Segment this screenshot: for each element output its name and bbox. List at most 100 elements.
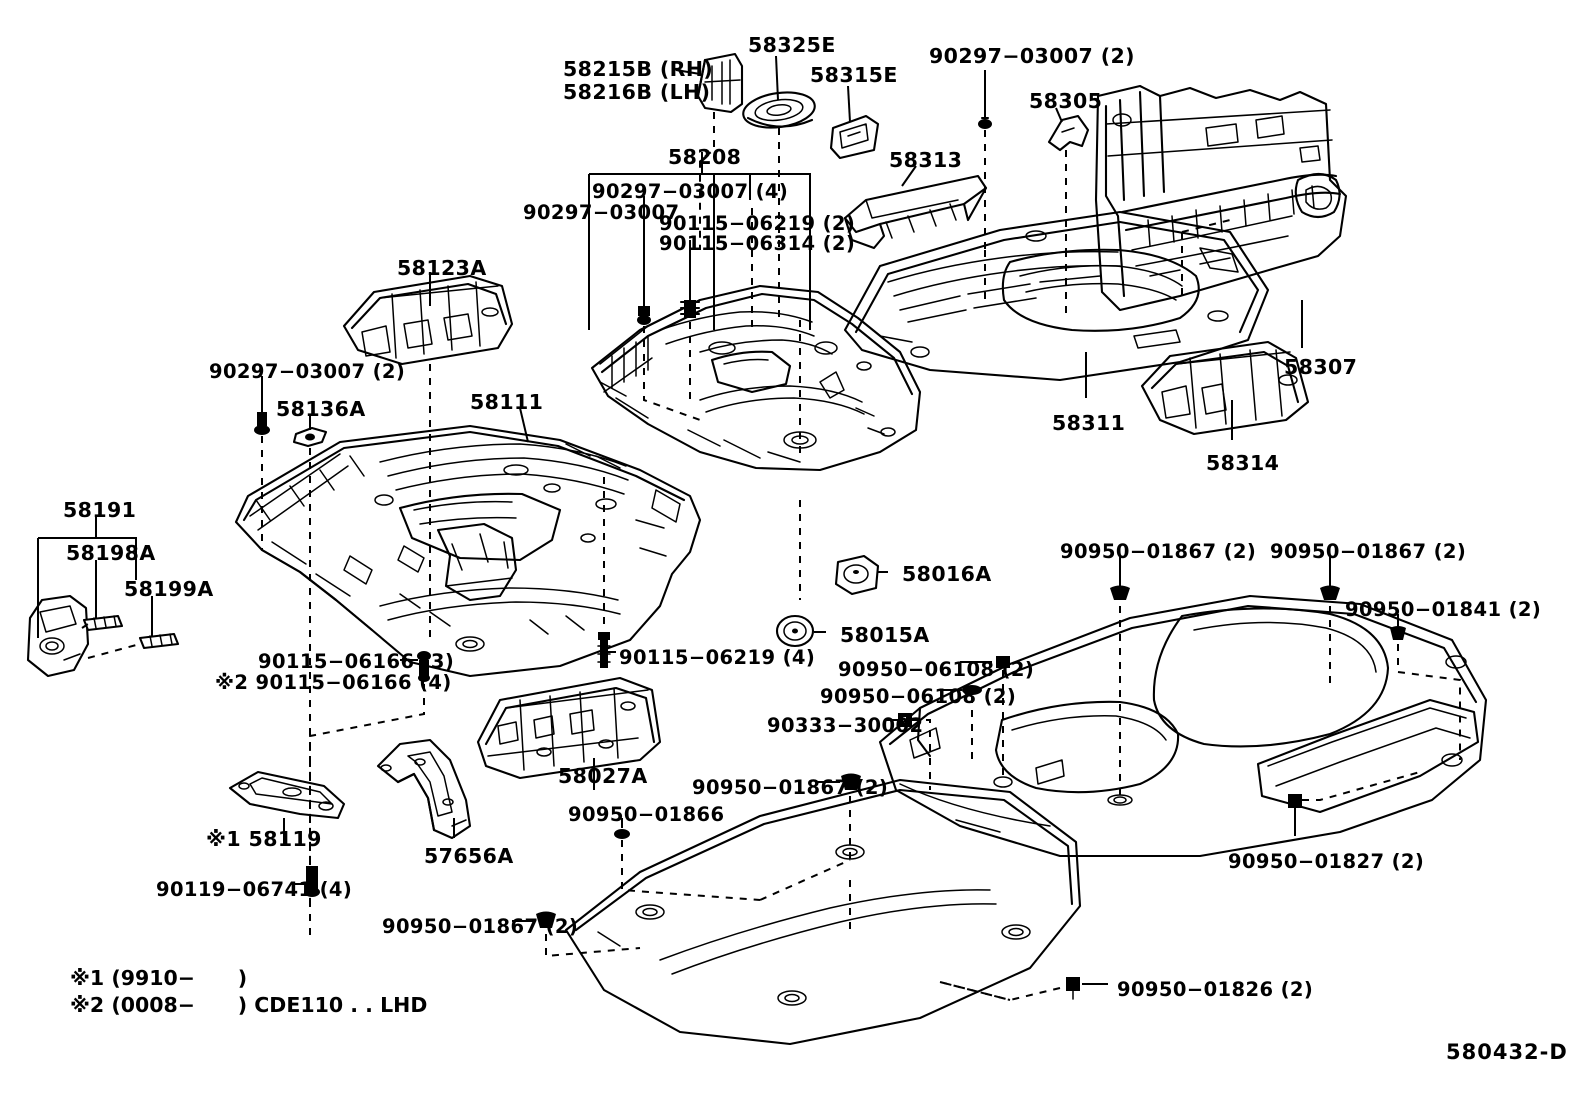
label-90950-06108-a: 90950−06108 (2) [838, 658, 1035, 681]
dash-90115-06166 [309, 684, 425, 900]
label-90950-01827: 90950−01827 (2) [1228, 850, 1425, 873]
label-58199a: 58199A [124, 577, 214, 601]
dash-58215b [699, 112, 715, 250]
label-58119: ※1 58119 [206, 827, 322, 851]
part-90950-01866 [614, 818, 630, 839]
label-90950-01866: 90950−01866 [568, 803, 725, 826]
label-58111: 58111 [470, 390, 544, 414]
label-57656a: 57656A [424, 844, 514, 868]
part-58314-shape [1140, 340, 1310, 436]
label-90115-06166-4: ※2 90115−06166 (4) [215, 671, 452, 694]
dash-58311 [1181, 219, 1231, 300]
bracket-58208 [588, 152, 811, 330]
label-58314: 58314 [1206, 451, 1280, 475]
part-58199a-shape [138, 632, 180, 650]
label-58307: 58307 [1284, 355, 1358, 379]
part-58015a-shape [775, 614, 815, 648]
leader-58305 [1055, 107, 1063, 123]
label-90297-03007: 90297−03007 [523, 201, 680, 224]
label-90950-01867-d: 90950−01867 (2) [382, 915, 579, 938]
part-90950-01867-c [818, 773, 861, 790]
part-58191-shape [26, 594, 90, 678]
part-58111-shape [234, 424, 702, 678]
part-58325e-shape [742, 91, 816, 129]
part-58305-shape [1047, 114, 1090, 152]
leader-58111 [519, 407, 529, 443]
label-58216b: 58216B (LH) [563, 80, 711, 104]
dash-insulator-b [939, 981, 1011, 1001]
part-90950-01827 [1288, 794, 1302, 836]
part-58016a-shape [834, 554, 880, 596]
label-90950-01867-c: 90950−01867 (2) [692, 776, 889, 799]
label-90115-06219-2: 90115−06219 (2) [659, 212, 856, 235]
part-58313-shape [843, 174, 988, 250]
part-58208-shape [590, 284, 922, 472]
label-90115-06166-3: 90115−06166 (3) [258, 650, 455, 673]
label-58208: 58208 [668, 145, 742, 169]
part-90297-bolt-left [254, 376, 270, 435]
dash-90950-01841 [1397, 644, 1461, 760]
dash-58199a [87, 643, 141, 659]
label-58123a: 58123A [397, 256, 487, 280]
part-90119-06741-bolt [292, 866, 320, 897]
leader-58215b [675, 69, 701, 75]
dash-90950-01826 [939, 981, 1061, 1002]
part-58307-shape [1094, 84, 1348, 312]
part-90297-bolt-box [637, 196, 651, 325]
label-58313: 58313 [889, 148, 963, 172]
label-58315e: 58315E [810, 63, 898, 87]
label-58325e: 58325E [748, 33, 836, 57]
dash-90333 [912, 719, 931, 790]
label-90950-01841: 90950−01841 (2) [1345, 598, 1542, 621]
part-58311-shape [843, 210, 1270, 382]
label-90115-06219-4: 90115−06219 (4) [619, 646, 816, 669]
dash-insulator-a [759, 859, 851, 901]
footnote-1: ※1 (9910− ) [70, 966, 248, 990]
label-58191: 58191 [63, 498, 137, 522]
part-90297-bolt-top [978, 70, 992, 129]
part-90115-06219-bolt [597, 632, 616, 668]
label-58305: 58305 [1029, 89, 1103, 113]
part-90115-06166-bolt [400, 651, 431, 682]
leader-58325e [775, 55, 779, 101]
part-rear-underbody-cover [878, 594, 1488, 858]
part-58136a-shape [292, 426, 328, 448]
label-90950-01867-r1: 90950−01867 (2) [1060, 540, 1257, 563]
leader-58315e [847, 85, 851, 123]
label-90950-01867-r2: 90950−01867 (2) [1270, 540, 1467, 563]
label-58311: 58311 [1052, 411, 1126, 435]
dash-90950-01866 [621, 840, 761, 901]
label-90297-03007-left: 90297−03007 (2) [209, 360, 406, 383]
label-90119-06741: 90119−06741 (4) [156, 878, 353, 901]
part-58315e-shape [829, 114, 880, 160]
leader-58313 [901, 165, 917, 187]
label-58136a: 58136A [276, 397, 366, 421]
label-90333-30002: 90333−30002 [767, 714, 924, 737]
part-58027a-shape [476, 676, 662, 780]
dash-58198a [81, 623, 89, 629]
part-58119-shape [228, 770, 346, 820]
part-90950-01867-r1 [1110, 556, 1130, 600]
label-58027a: 58027A [558, 764, 648, 788]
label-90297-03007-4: 90297−03007 (4) [592, 180, 789, 203]
label-90950-01826: 90950−01826 (2) [1117, 978, 1314, 1001]
label-58016a: 58016A [902, 562, 992, 586]
dash-90950-01827 [1302, 771, 1421, 801]
part-58123a-shape [342, 274, 514, 366]
label-58015a: 58015A [840, 623, 930, 647]
label-90115-06314-2: 90115−06314 (2) [659, 232, 856, 255]
part-90950-01867-d [512, 911, 556, 928]
label-58198a: 58198A [66, 541, 156, 565]
part-90950-01867-r2 [1320, 556, 1340, 600]
part-floor-insulator [564, 778, 1082, 1046]
part-58215b-shape [696, 52, 744, 114]
dash-90950-d [545, 934, 641, 958]
part-58198a-shape [82, 614, 124, 632]
part-90950-01826 [1066, 977, 1108, 1000]
bracket-58191-group [37, 516, 153, 640]
label-58215b: 58215B (RH) [563, 57, 714, 81]
part-57656a-shape [376, 738, 472, 840]
label-90297-03007-top: 90297−03007 (2) [929, 44, 1135, 68]
